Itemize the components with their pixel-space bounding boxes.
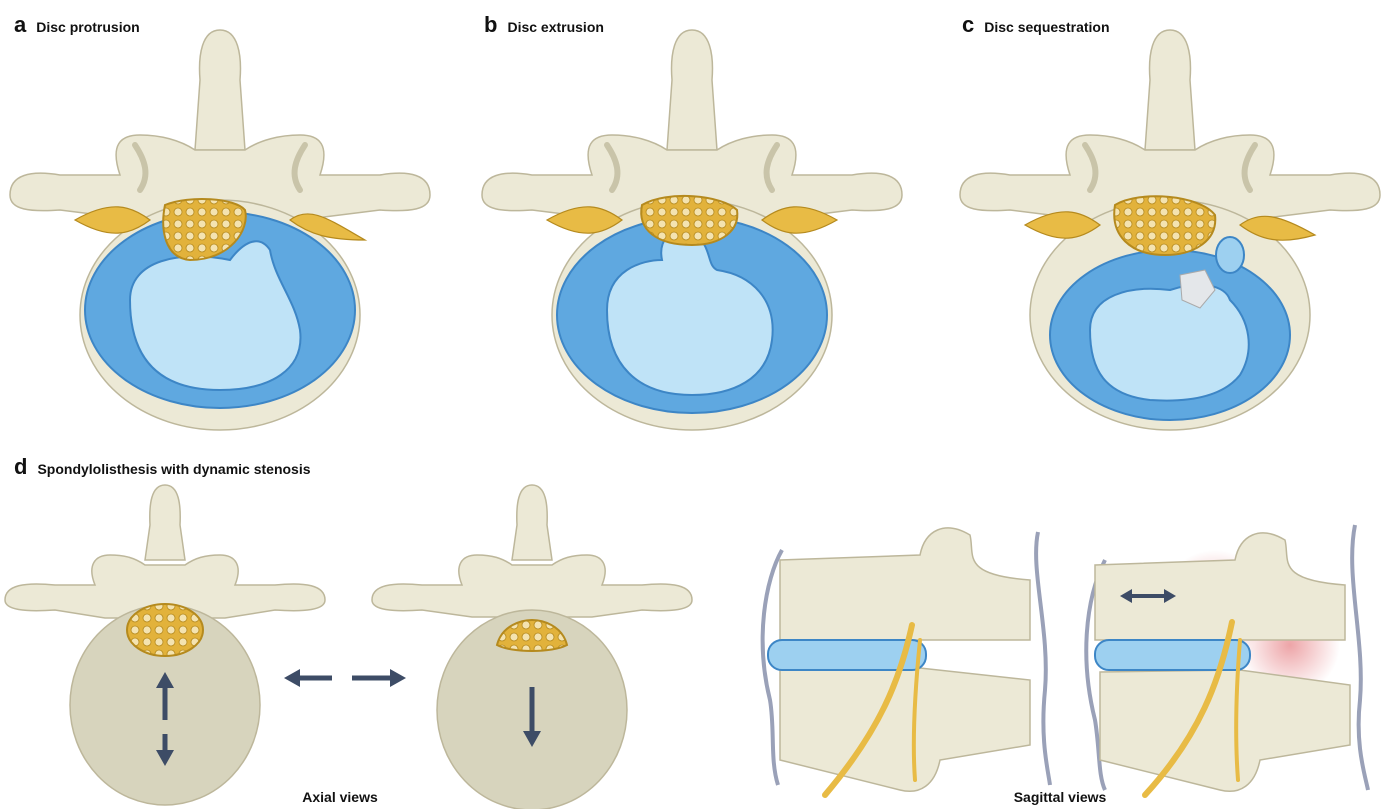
sagittal-view-neutral — [763, 528, 1050, 795]
spinal-cord — [1114, 196, 1215, 255]
upper-vertebra — [780, 528, 1030, 640]
spinal-cord — [127, 604, 203, 656]
sagittal-view-slipped — [1086, 525, 1368, 795]
panel-b-illustration — [482, 30, 902, 430]
dura-posterior — [1036, 532, 1050, 785]
nucleus — [1090, 285, 1249, 401]
lower-vertebra — [1100, 670, 1350, 791]
panel-c-illustration — [960, 30, 1380, 430]
sequestered-fragment — [1216, 237, 1244, 273]
dura-posterior — [1352, 525, 1368, 790]
axial-view-neutral — [5, 485, 325, 805]
panel-a-illustration — [10, 30, 430, 430]
arrow-left-right-icon — [284, 669, 406, 687]
upper-vertebra — [1095, 533, 1345, 640]
spinal-cord — [641, 196, 737, 245]
axial-view-slipped — [372, 485, 692, 809]
lower-vertebra — [780, 668, 1030, 791]
